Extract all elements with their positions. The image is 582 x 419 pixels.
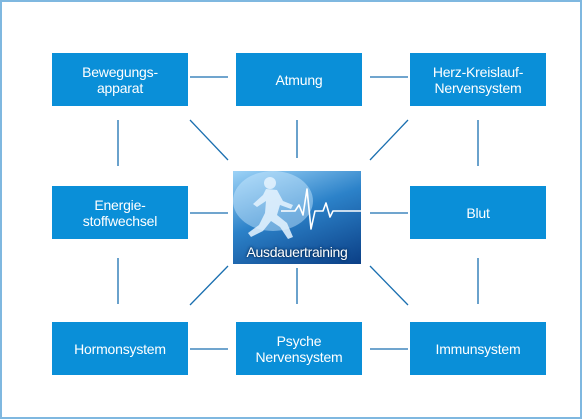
box-hormonsystem: Hormonsystem (52, 322, 188, 375)
connector-herz-kreislauf-center (369, 119, 409, 161)
connector-bewegungsapparat-center (189, 119, 229, 161)
box-psyche: Psyche Nervensystem (236, 322, 362, 375)
box-energiestoffwechsel: Energie- stoffwechsel (52, 186, 188, 239)
center-image-ausdauertraining: Ausdauertraining (233, 171, 361, 264)
box-blut: Blut (410, 186, 546, 239)
box-atmung: Atmung (236, 53, 362, 106)
box-immunsystem: Immunsystem (410, 322, 546, 375)
connector-hormonsystem-center (189, 265, 229, 306)
heartbeat-line-icon (281, 188, 361, 230)
box-herz-kreislauf: Herz-Kreislauf- Nervensystem (410, 53, 546, 106)
runner-illustration (233, 171, 361, 239)
runner-icon (248, 177, 293, 239)
connector-immunsystem-center (369, 265, 409, 306)
center-label: Ausdauertraining (246, 244, 348, 260)
box-bewegungsapparat: Bewegungs- apparat (52, 53, 188, 106)
